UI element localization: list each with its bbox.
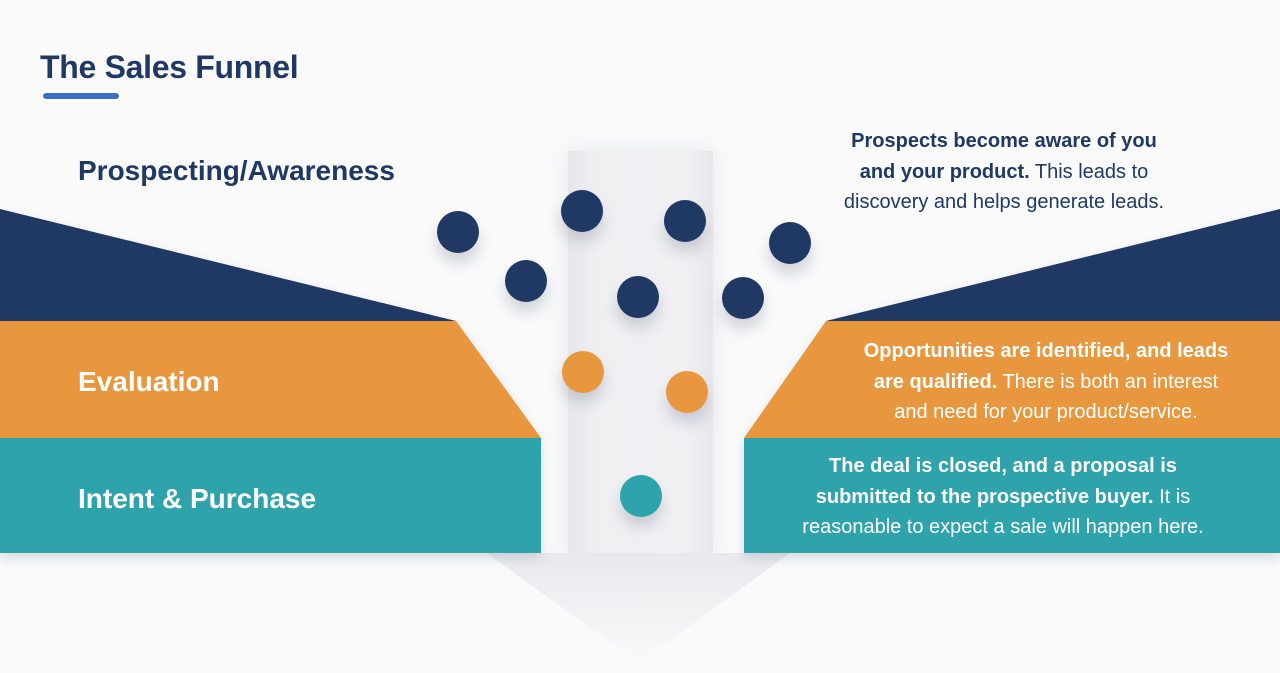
description-line: The deal is closed, and a proposal is bbox=[829, 455, 1177, 477]
band-evaluation-right bbox=[744, 321, 1280, 438]
navy-lead-dot bbox=[769, 222, 811, 264]
funnel-arrow-head bbox=[487, 553, 790, 663]
band-awareness-right-shape bbox=[826, 209, 1280, 321]
navy-lead-dot bbox=[722, 277, 764, 319]
orange-lead-dot bbox=[562, 351, 604, 393]
band-intent-right bbox=[744, 438, 1280, 553]
stage-label-prospecting-awareness: Prospecting/Awareness bbox=[78, 155, 395, 186]
teal-lead-dot bbox=[620, 475, 662, 517]
navy-lead-dot bbox=[561, 190, 603, 232]
orange-lead-dot bbox=[666, 371, 708, 413]
navy-lead-dot bbox=[664, 200, 706, 242]
navy-lead-dot bbox=[505, 260, 547, 302]
description-line: Opportunities are identified, and leads bbox=[863, 340, 1229, 362]
page-title: The Sales Funnel bbox=[40, 49, 299, 85]
description-line: Prospects become aware of you bbox=[851, 130, 1157, 152]
description-intent-purchase: The deal is closed, and a proposal is sub… bbox=[773, 451, 1233, 543]
band-evaluation-left-shape bbox=[0, 321, 541, 438]
title-underline-accent bbox=[43, 93, 119, 99]
description-prospecting-awareness: Prospects become aware of you and your pr… bbox=[774, 126, 1234, 218]
stage-label-evaluation: Evaluation bbox=[78, 366, 220, 397]
navy-lead-dot bbox=[617, 276, 659, 318]
description-line: and need for your product/service. bbox=[894, 401, 1198, 423]
description-line: discovery and helps generate leads. bbox=[843, 191, 1165, 213]
band-evaluation-right-shape bbox=[744, 321, 1280, 438]
description-line: and your product. This leads to bbox=[859, 160, 1149, 183]
band-intent-left bbox=[0, 438, 541, 553]
description-line: are qualified. There is both an interest bbox=[873, 370, 1219, 393]
description-line: reasonable to expect a sale will happen … bbox=[802, 516, 1204, 538]
band-evaluation-left bbox=[0, 321, 541, 438]
stage-label-intent-purchase: Intent & Purchase bbox=[78, 483, 317, 514]
band-awareness-left-shape bbox=[0, 209, 456, 321]
navy-lead-dot bbox=[437, 211, 479, 253]
description-line: submitted to the prospective buyer. It i… bbox=[815, 485, 1191, 508]
description-evaluation: Opportunities are identified, and leads a… bbox=[816, 336, 1276, 428]
band-awareness-right bbox=[826, 209, 1280, 321]
band-awareness-left bbox=[0, 209, 456, 321]
